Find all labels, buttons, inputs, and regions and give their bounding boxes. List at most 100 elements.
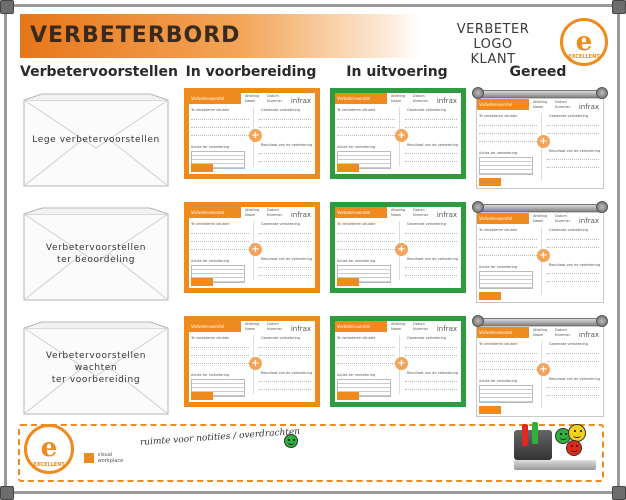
card-right-label: Gewenste verbetering xyxy=(549,228,588,232)
card-top-label: Naam xyxy=(391,327,402,331)
card-title: Verbetervoorstel xyxy=(477,327,529,338)
card-result-label: Resultaat van de verbetering xyxy=(261,257,313,261)
frame-corner xyxy=(612,0,626,14)
card-top-label: Afdeling xyxy=(245,322,260,326)
card-left-label: Te verbeteren situatie xyxy=(337,222,376,226)
column-heading-verbetervoorstellen: Verbetervoorstellen xyxy=(20,64,178,80)
card-left-label: Te verbeteren situatie xyxy=(479,114,518,118)
card-title: Verbetervoorstel xyxy=(335,321,387,332)
card-right-label: Gewenste verbetering xyxy=(407,108,446,112)
card-top-label: Naam xyxy=(245,213,256,217)
card-actions-label: Acties ter verbetering xyxy=(191,259,230,263)
card-logo: infrax xyxy=(436,211,457,219)
excellent-seal-top: e EXCELLENT xyxy=(560,18,608,66)
card-logo: infrax xyxy=(578,103,599,111)
page-title: VERBETERBORD xyxy=(30,23,241,48)
card-right-label: Gewenste verbetering xyxy=(261,336,300,340)
card-top-label: Datum xyxy=(413,94,425,98)
plus-icon: + xyxy=(537,249,550,262)
binder-ring xyxy=(596,87,608,99)
smiley-yellow-icon xyxy=(568,424,586,442)
card-left-label: Te verbeteren situatie xyxy=(479,342,518,346)
card-top-label: Naam xyxy=(533,333,544,337)
customer-logo-placeholder: VERBETER LOGO KLANT xyxy=(440,22,546,67)
seal-text: EXCELLENT xyxy=(33,462,65,468)
card-result-label: Resultaat van de verbetering xyxy=(549,377,601,381)
card-logo: infrax xyxy=(578,217,599,225)
card-left-label: Te verbeteren situatie xyxy=(337,336,376,340)
card-top-label: Afdeling xyxy=(533,214,548,218)
card-title: Verbetervoorstel xyxy=(477,213,529,224)
binder-bar xyxy=(474,318,606,326)
card-title: Verbetervoorstel xyxy=(189,207,241,218)
card-top-label: Datum xyxy=(555,214,567,218)
actions-table xyxy=(479,157,533,175)
card-result-label: Resultaat van de verbetering xyxy=(549,263,601,267)
card-right-label: Gewenste verbetering xyxy=(549,342,588,346)
card-result-label: Resultaat van de verbetering xyxy=(407,143,459,147)
card-logo: infrax xyxy=(578,331,599,339)
card-top-label: Datum xyxy=(555,328,567,332)
card-top-label: Afdeling xyxy=(245,94,260,98)
actions-table xyxy=(479,271,533,289)
card-right-label: Gewenste verbetering xyxy=(261,222,300,226)
card-title: Verbetervoorstel xyxy=(189,321,241,332)
card-top-label: Afdeling xyxy=(533,328,548,332)
envelope-label: Verbetervoorstellen xyxy=(45,243,147,253)
card-actions-label: Acties ter verbetering xyxy=(191,373,230,377)
frame-corner xyxy=(612,486,626,500)
card-top-label: Nummer xyxy=(555,333,571,337)
frame-corner xyxy=(0,486,14,500)
card-top-label: Nummer xyxy=(267,213,283,217)
card-result-label: Resultaat van de verbetering xyxy=(261,143,313,147)
logo-text-line2: KLANT xyxy=(470,52,516,67)
card-top-label: Datum xyxy=(555,100,567,104)
card-top-label: Datum xyxy=(413,208,425,212)
notes-area[interactable] xyxy=(18,424,604,482)
binder-bar xyxy=(474,204,606,212)
frame-corner xyxy=(0,0,14,14)
card-left-label: Te verbeteren situatie xyxy=(479,228,518,232)
card-actions-label: Acties ter verbetering xyxy=(479,379,518,383)
card-top-label: Nummer xyxy=(413,213,429,217)
card-logo: infrax xyxy=(436,325,457,333)
card-top-label: Afdeling xyxy=(533,100,548,104)
card-right-label: Gewenste verbetering xyxy=(407,222,446,226)
actions-table xyxy=(479,385,533,403)
seal-letter: e xyxy=(575,27,593,57)
smiley-red-icon xyxy=(566,440,582,456)
card-logo: infrax xyxy=(436,97,457,105)
envelope-icon xyxy=(23,321,169,415)
card-top-label: Naam xyxy=(533,219,544,223)
card-actions-label: Acties ter verbetering xyxy=(191,145,230,149)
card-title: Verbetervoorstel xyxy=(335,207,387,218)
card-result-label: Resultaat van de verbetering xyxy=(549,149,601,153)
card-actions-label: Acties ter verbetering xyxy=(337,373,376,377)
card-top-label: Naam xyxy=(391,213,402,217)
card-top-label: Nummer xyxy=(267,99,283,103)
envelope[interactable]: Lege verbetervoorstellen xyxy=(22,92,170,188)
card-top-label: Nummer xyxy=(555,105,571,109)
card-top-label: Nummer xyxy=(413,99,429,103)
envelope-label: Verbetervoorstellen xyxy=(45,351,147,361)
binder-ring xyxy=(472,315,484,327)
visual-workplace-logo: visual workplace xyxy=(84,452,123,464)
card-left-label: Te verbeteren situatie xyxy=(337,108,376,112)
logo-text-line1: VERBETER LOGO xyxy=(456,22,530,52)
card-left-label: Te verbeteren situatie xyxy=(191,108,230,112)
plus-icon: + xyxy=(537,135,550,148)
binder-ring xyxy=(472,87,484,99)
card-actions-label: Acties ter verbetering xyxy=(479,151,518,155)
card-footer-bar xyxy=(191,392,213,400)
